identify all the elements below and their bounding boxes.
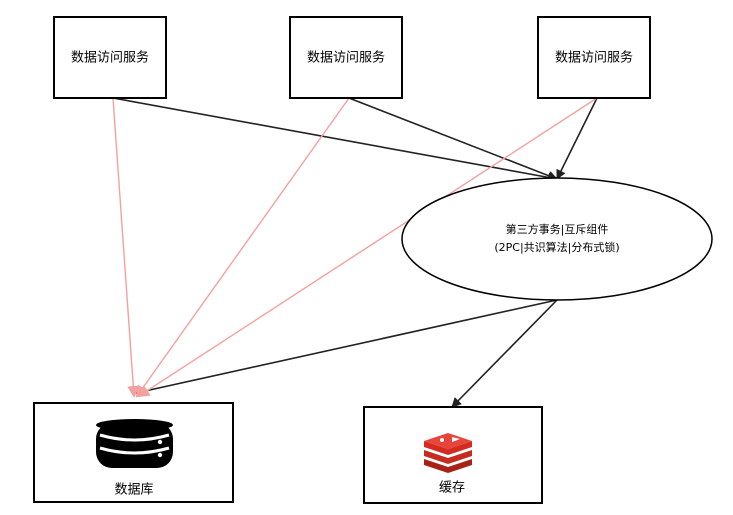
cache-node: 缓存 (363, 406, 543, 504)
edge-service1-to-database (112, 97, 140, 398)
coordinator-node: 第三方事务|互斥组件 (2PC|共识算法|分布式锁) (401, 177, 713, 301)
edge-service1-to-coordinator (112, 97, 558, 183)
edge-service3-to-coordinator (556, 97, 598, 180)
coordinator-label-line1: 第三方事务|互斥组件 (506, 222, 609, 236)
database-node: 数据库 (33, 402, 234, 503)
service-node-3-label: 数据访问服务 (555, 50, 633, 66)
service-node-2: 数据访问服务 (289, 16, 403, 99)
service-node-1: 数据访问服务 (53, 16, 167, 99)
edge-service2-to-coordinator (348, 97, 558, 181)
edges-red (112, 97, 598, 398)
database-label: 数据库 (114, 482, 153, 498)
cache-label: 缓存 (439, 481, 465, 496)
service-node-3: 数据访问服务 (537, 16, 651, 99)
redis-icon (424, 433, 472, 473)
edge-service3-to-database (137, 97, 598, 398)
edge-service2-to-database (135, 97, 350, 398)
edges-black (112, 97, 598, 408)
coordinator-label-line2: (2PC|共识算法|分布式锁) (494, 240, 619, 254)
service-node-1-label: 数据访问服务 (71, 50, 149, 66)
service-node-2-label: 数据访问服务 (307, 50, 385, 66)
database-icon (96, 419, 173, 468)
edge-coordinator-to-cache (451, 299, 558, 408)
edge-coordinator-to-database (135, 299, 558, 396)
